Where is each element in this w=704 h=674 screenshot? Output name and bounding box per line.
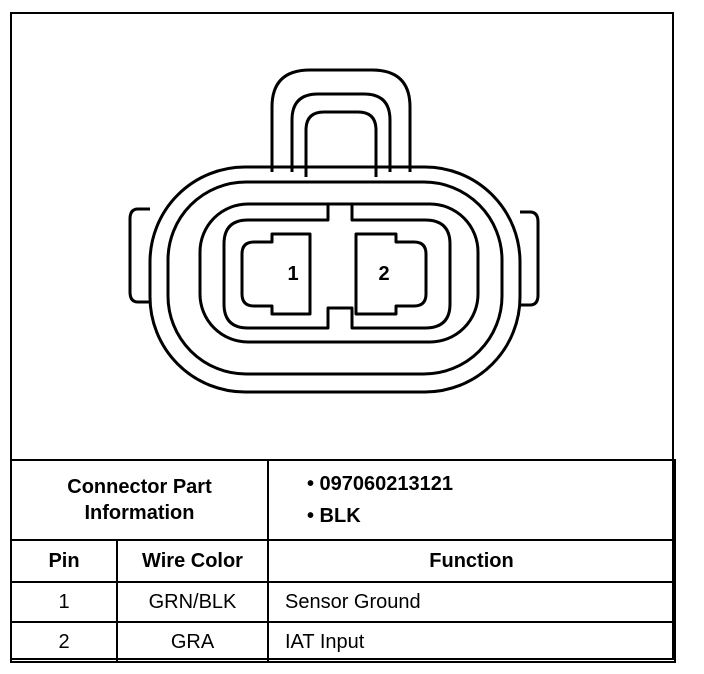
header-wire-color: Wire Color	[116, 539, 269, 583]
pin-1-label: 1	[287, 263, 298, 285]
pin-cell: 1	[10, 581, 118, 623]
table-row: 1 GRN/BLK Sensor Ground	[10, 581, 676, 623]
header-function: Function	[267, 539, 676, 583]
right-latch	[520, 210, 540, 307]
connector-part-label: Connector Part Information	[10, 459, 269, 541]
connector-color: • BLK	[307, 505, 361, 527]
table-row: 2 GRA IAT Input	[10, 621, 676, 663]
function-cell: Sensor Ground	[267, 581, 676, 623]
locking-tab-inner	[290, 92, 392, 172]
part-number: • 097060213121	[307, 473, 454, 495]
connector-part-row: Connector Part Information • 09706021312…	[10, 459, 676, 541]
connector-body-outer	[148, 165, 522, 394]
header-pin: Pin	[10, 539, 118, 583]
column-header-row: Pin Wire Color Function	[10, 539, 676, 583]
connector-diagram: 1 2	[128, 68, 540, 394]
connector-body-middle	[166, 180, 504, 376]
connector-info-table: Connector Part Information • 09706021312…	[10, 459, 676, 663]
pin-1-terminal	[240, 232, 312, 316]
connector-part-values: • 097060213121 • BLK	[267, 459, 676, 541]
pin-cell: 2	[10, 621, 118, 663]
pin-2-label: 2	[378, 263, 389, 285]
wire-color-cell: GRA	[116, 621, 269, 663]
pin-2-terminal	[354, 232, 428, 316]
locking-tab-slot	[304, 110, 378, 177]
wire-color-cell: GRN/BLK	[116, 581, 269, 623]
pin-cavity	[222, 202, 452, 330]
function-cell: IAT Input	[267, 621, 676, 663]
left-latch	[128, 207, 150, 304]
locking-tab-outer	[270, 68, 412, 172]
